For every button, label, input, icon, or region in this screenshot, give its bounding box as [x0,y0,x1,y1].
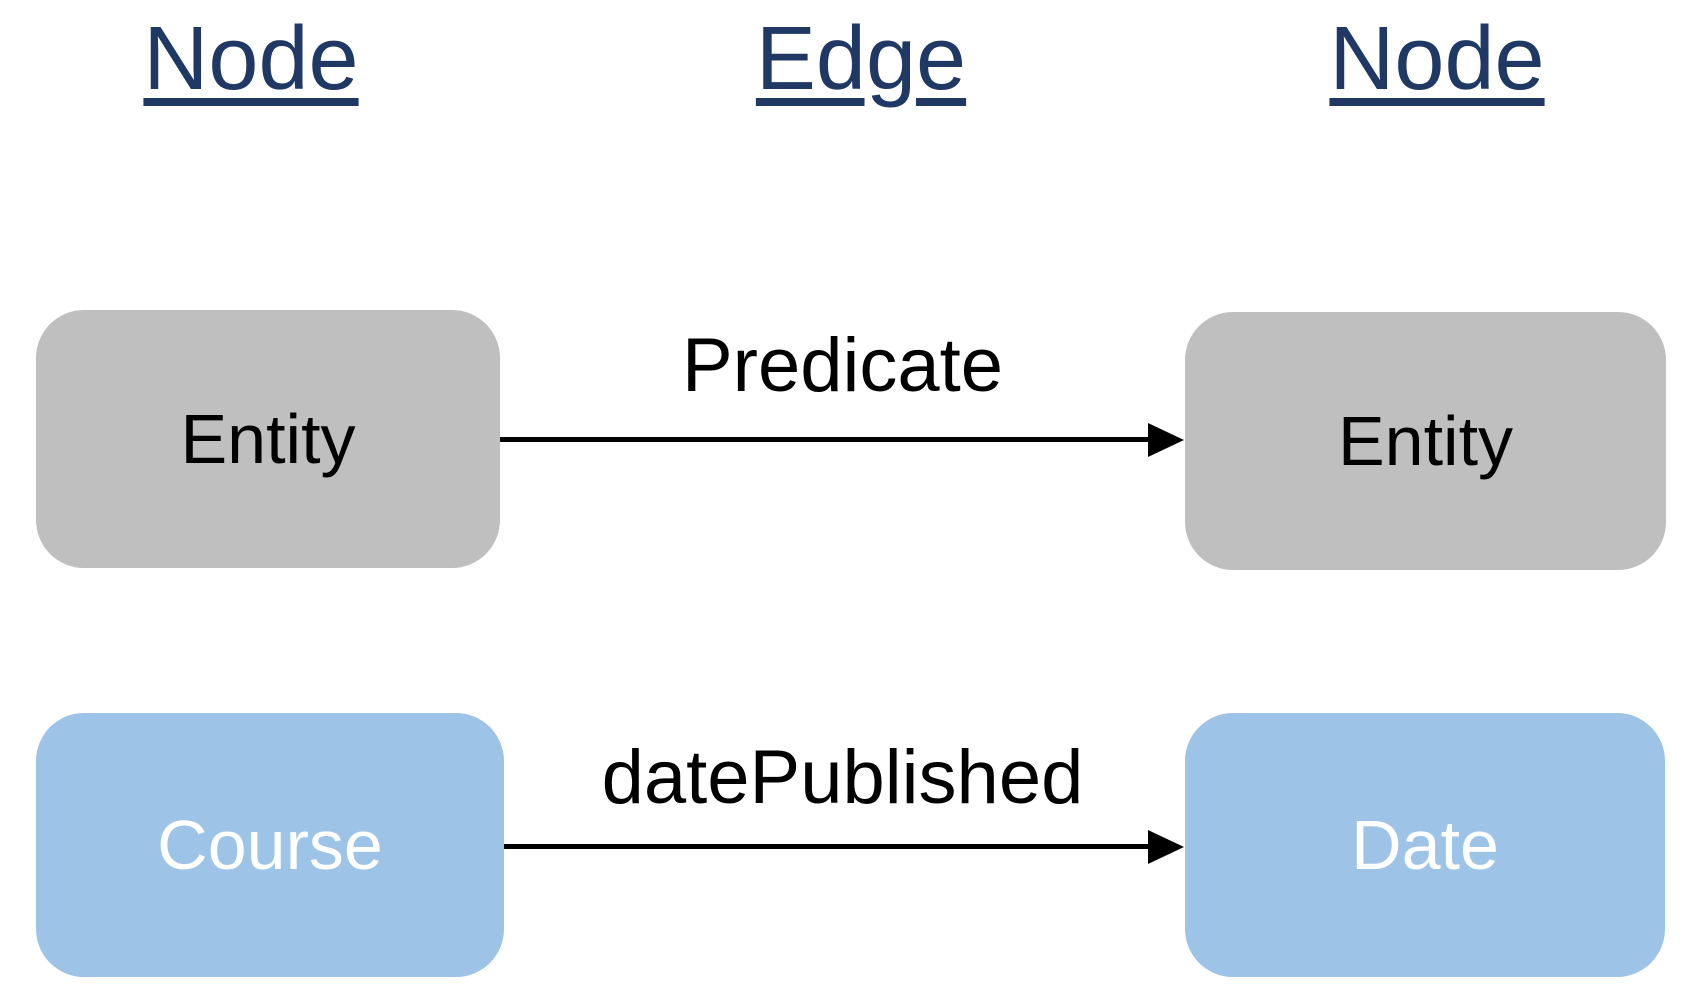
node-label-entity-target: Entity [1337,402,1514,480]
node-label-entity-source: Entity [180,400,356,478]
predicate-arrow-line [500,437,1150,442]
node-box-date: Date [1185,713,1665,977]
edge-label-predicate: Predicate [681,323,1004,408]
node-box-course: Course [36,713,504,977]
node-label-course: Course [157,806,383,884]
node-box-entity-target: Entity [1185,312,1666,570]
column-header-edge: Edge [755,9,967,109]
date-published-arrowhead-icon [1148,830,1184,864]
edge-label-date-published: datePublished [601,735,1084,820]
node-box-entity-source: Entity [36,310,500,568]
column-header-node-left: Node [143,9,359,109]
column-header-node-right: Node [1329,9,1545,109]
date-published-arrow-line [504,844,1150,849]
predicate-arrowhead-icon [1148,423,1184,457]
node-label-date: Date [1351,806,1499,884]
